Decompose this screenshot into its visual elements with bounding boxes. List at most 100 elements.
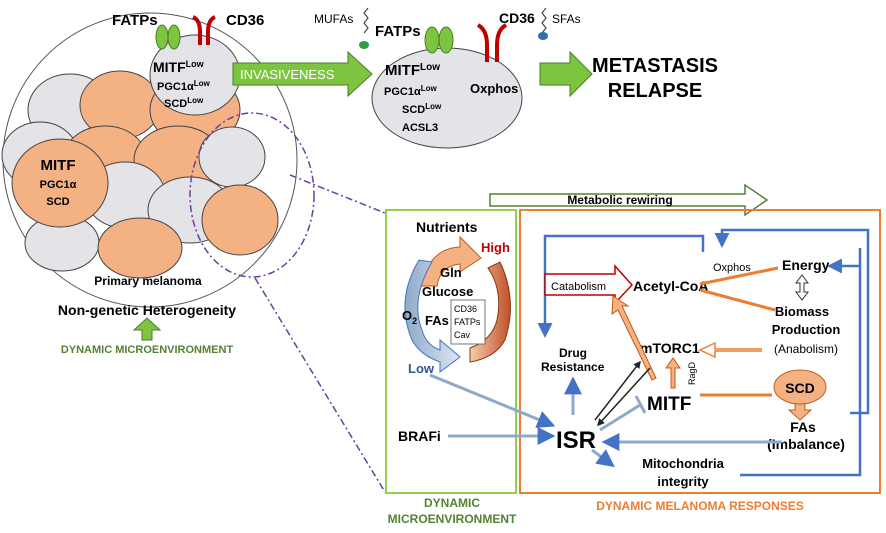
feedback-line bbox=[740, 248, 862, 477]
biomass-label: Biomass bbox=[775, 304, 829, 319]
isr-label: ISR bbox=[556, 427, 596, 454]
relapse-label: RELAPSE bbox=[608, 80, 702, 102]
dynamic-responses-label: DYNAMIC MELANOMA RESPONSES bbox=[596, 499, 804, 513]
scd-right-label: SCD bbox=[785, 380, 815, 396]
energy-label: Energy bbox=[782, 257, 830, 273]
cd36-small-label: CD36 bbox=[454, 304, 477, 314]
catabolism-arrow bbox=[544, 264, 634, 305]
mitf-low-label: MITFLow bbox=[153, 59, 205, 75]
low-sup: Low bbox=[194, 79, 211, 88]
acsl3-label: ACSL3 bbox=[402, 122, 438, 134]
scd-text: SCD bbox=[164, 98, 187, 110]
pgc1a-text: PGC1α bbox=[157, 81, 194, 93]
integrity-label: integrity bbox=[657, 474, 709, 489]
invasiveness-label: INVASIVENESS bbox=[240, 67, 335, 82]
mufas-head-icon bbox=[359, 41, 369, 49]
zoom-circle bbox=[189, 112, 315, 278]
fatps-transporter-icon bbox=[155, 24, 181, 50]
resistance-label: Resistance bbox=[541, 360, 605, 374]
nutrients-label: Nutrients bbox=[416, 219, 478, 235]
anabolism-label: (Anabolism) bbox=[774, 342, 838, 356]
sfas-label: SFAs bbox=[552, 12, 581, 26]
microenvironment-box bbox=[385, 209, 517, 494]
imbalance-label: (Imbalance) bbox=[767, 436, 845, 452]
sfas-fatty-acid-icon bbox=[541, 7, 547, 34]
drug-label: Drug bbox=[559, 346, 587, 360]
mufas-label: MUFAs bbox=[314, 12, 353, 26]
low-sup: Low bbox=[187, 96, 204, 105]
anabolism-to-mtorc1-arrow bbox=[698, 341, 762, 359]
cd36-receptor-icon bbox=[192, 15, 216, 45]
mitf-to-mtorc1-arrow bbox=[665, 357, 681, 389]
ragd-label: RagD bbox=[687, 361, 697, 385]
scd-cell-label: SCD bbox=[46, 196, 69, 208]
primary-melanoma-label: Primary melanoma bbox=[94, 274, 202, 288]
mtorc1-label: mTORC1 bbox=[640, 340, 700, 356]
low-sup: Low bbox=[421, 84, 438, 93]
mitf-cell-label: MITF bbox=[41, 157, 76, 174]
mitf-mid-label: MITFLow bbox=[385, 62, 440, 79]
metabolic-rewiring-label: Metabolic rewiring bbox=[567, 193, 672, 207]
isr-inhibits-mitf bbox=[599, 403, 641, 432]
metastasis-arrow bbox=[539, 50, 593, 98]
cd36-mid-icon bbox=[476, 23, 508, 62]
low-sup: Low bbox=[425, 102, 442, 111]
scd-low-label: SCDLow bbox=[164, 96, 204, 110]
o-text: O bbox=[402, 308, 412, 323]
transporter-list-box bbox=[450, 299, 486, 345]
fatps-mid-icon bbox=[424, 26, 454, 54]
isr-to-mito-arrow bbox=[591, 448, 615, 468]
pgc1a-cell-label: PGC1α bbox=[40, 179, 77, 191]
dynamic-micro-left-label: DYNAMIC MICROENVIRONMENT bbox=[61, 344, 234, 356]
dynamic-micro-bottom-2: MICROENVIRONMENT bbox=[388, 512, 517, 526]
brafi-label: BRAFi bbox=[398, 428, 441, 444]
scd-mid-label: SCDLow bbox=[402, 102, 442, 116]
non-genetic-label: Non-genetic Heterogeneity bbox=[58, 302, 236, 318]
invasiveness-arrow bbox=[232, 50, 373, 98]
low-to-isr-arrow bbox=[429, 373, 556, 428]
fatps-top-label: FATPs bbox=[112, 12, 158, 29]
low-sup: Low bbox=[186, 59, 205, 69]
fas-left-label: FAs bbox=[425, 313, 449, 328]
fatps-small-label: FATPs bbox=[454, 317, 481, 327]
scd-to-fas-arrow bbox=[787, 403, 813, 421]
mitf-text: MITF bbox=[385, 62, 420, 79]
acetyl-to-energy-arrow bbox=[699, 266, 779, 286]
acetyl-coa-label: Acetyl-CoA bbox=[633, 278, 708, 294]
pgc1a-mid-label: PGC1αLow bbox=[384, 84, 437, 98]
dynamic-micro-bottom-1: DYNAMIC bbox=[424, 496, 480, 510]
pgc1a-text: PGC1α bbox=[384, 86, 421, 98]
catabolism-label: Catabolism bbox=[551, 281, 606, 293]
fatps-mid-label: FATPs bbox=[375, 23, 421, 40]
mito-label: Mitochondria bbox=[642, 456, 724, 471]
isr-to-mtorc1-arrow bbox=[594, 360, 641, 421]
up-arrow-icon bbox=[132, 317, 162, 341]
o2-sub: 2 bbox=[412, 316, 417, 326]
gln-label: Gln bbox=[440, 265, 462, 280]
scd-text: SCD bbox=[402, 104, 425, 116]
energy-biomass-double-arrow bbox=[795, 274, 809, 301]
orange-right-arc bbox=[469, 261, 511, 363]
oxphos-cell-label: Oxphos bbox=[470, 81, 518, 96]
mufas-fatty-acid-icon bbox=[363, 7, 369, 34]
oxphos-label: Oxphos bbox=[713, 262, 751, 274]
metabolic-rewiring-arrow bbox=[489, 183, 769, 217]
production-label: Production bbox=[772, 322, 841, 337]
glucose-label: Glucose bbox=[422, 284, 473, 299]
low-label: Low bbox=[408, 361, 435, 376]
pgc1a-low-label: PGC1αLow bbox=[157, 79, 210, 93]
fas-right-label: FAs bbox=[790, 419, 816, 435]
high-label: High bbox=[481, 240, 510, 255]
acetyl-to-biomass-arrow bbox=[699, 288, 776, 312]
mitf-to-acetyl-arrow bbox=[611, 295, 657, 381]
zoom-line-top bbox=[289, 174, 386, 214]
cd36-mid-label: CD36 bbox=[499, 10, 535, 26]
sfas-head-icon bbox=[538, 32, 548, 40]
blue-left-arc bbox=[404, 259, 461, 373]
cd36-top-label: CD36 bbox=[226, 12, 264, 29]
metastasis-label: METASTASIS bbox=[592, 55, 718, 77]
melanoma-responses-box bbox=[519, 209, 881, 494]
energy-loop-line bbox=[714, 228, 870, 415]
isr-inhibit-bar bbox=[634, 395, 647, 414]
